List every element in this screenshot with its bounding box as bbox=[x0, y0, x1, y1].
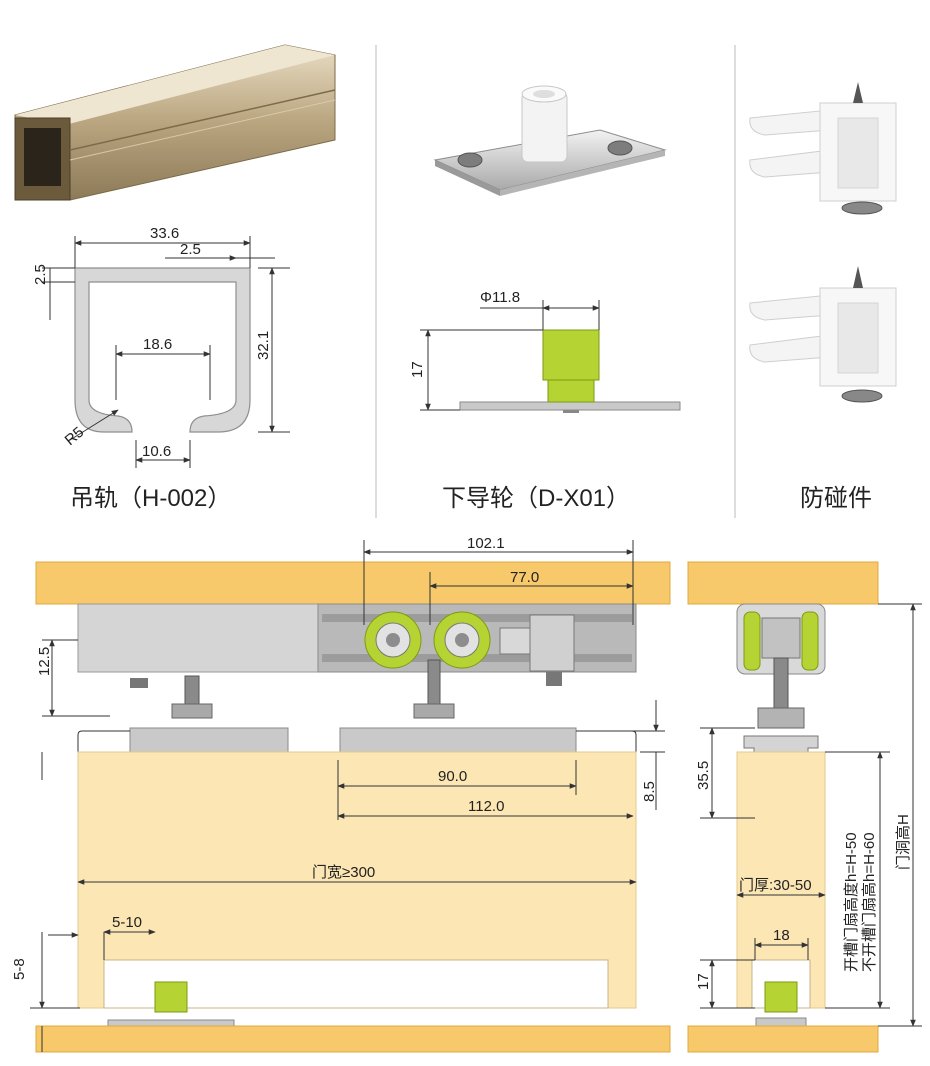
front-stopper bbox=[529, 614, 575, 672]
front-floor bbox=[35, 1025, 671, 1053]
guide-photo bbox=[433, 85, 667, 196]
rail-photo bbox=[14, 44, 336, 201]
front-d77-label: 77.0 bbox=[510, 569, 539, 586]
front-guide bbox=[154, 981, 188, 1013]
stopper-photo-2 bbox=[749, 266, 897, 403]
front-d125-label: 12.5 bbox=[36, 647, 53, 676]
front-d102-label: 102.1 bbox=[467, 535, 505, 552]
front-d58-label: 5-8 bbox=[11, 958, 28, 980]
side-top-beam bbox=[687, 561, 879, 605]
front-door-slot bbox=[103, 959, 609, 1009]
front-d112-label: 112.0 bbox=[468, 798, 504, 815]
rail-top-label: 2.5 bbox=[180, 241, 201, 258]
front-d90-label: 90.0 bbox=[438, 768, 467, 785]
guide-height-label: 17 bbox=[409, 361, 426, 378]
side-opening-label: 门洞高H bbox=[895, 814, 912, 870]
caption-rail: 吊轨（H-002） bbox=[70, 485, 231, 512]
front-d85-label: 8.5 bbox=[641, 781, 658, 802]
front-roller-1 bbox=[364, 611, 422, 669]
front-rail-solid bbox=[77, 603, 319, 673]
rail-lip-label: 2.5 bbox=[32, 264, 49, 285]
side-d18-label: 18 bbox=[773, 927, 790, 944]
front-roller-2 bbox=[433, 611, 491, 669]
rail-dimensions bbox=[42, 236, 290, 468]
front-d510-label: 5-10 bbox=[112, 914, 142, 931]
front-plate-left bbox=[129, 727, 289, 753]
front-dimensions bbox=[30, 540, 665, 1052]
side-guide bbox=[764, 981, 798, 1013]
rail-section bbox=[74, 267, 251, 433]
side-d17-label: 17 bbox=[695, 973, 712, 990]
side-dimensions bbox=[700, 603, 922, 1027]
side-d355-label: 35.5 bbox=[695, 761, 712, 790]
guide-drawing bbox=[420, 300, 681, 413]
stopper-photo-1 bbox=[749, 82, 897, 215]
caption-guide: 下导轮（D-X01） bbox=[442, 485, 630, 512]
side-thickness-label: 门厚:30-50 bbox=[739, 877, 812, 894]
side-floor bbox=[687, 1025, 879, 1053]
guide-diameter-label: Φ11.8 bbox=[480, 289, 520, 306]
rail-width-label: 33.6 bbox=[150, 225, 179, 242]
front-top-beam bbox=[35, 561, 671, 605]
side-h-slot-label: 开槽门扇高度h=H-50 bbox=[843, 832, 860, 972]
rail-gap-label: 10.6 bbox=[142, 443, 171, 460]
front-width-label: 门宽≥300 bbox=[312, 864, 375, 881]
rail-height-label: 32.1 bbox=[255, 331, 272, 360]
side-h-noslot-label: 不开槽门扇高h=H-60 bbox=[861, 832, 878, 972]
front-plate-right bbox=[339, 727, 577, 753]
caption-stopper: 防碰件 bbox=[800, 485, 872, 512]
front-view bbox=[35, 561, 671, 1053]
rail-inner-label: 18.6 bbox=[143, 336, 172, 353]
rail-radius-label: R5 bbox=[62, 424, 88, 449]
side-view bbox=[687, 561, 879, 1053]
